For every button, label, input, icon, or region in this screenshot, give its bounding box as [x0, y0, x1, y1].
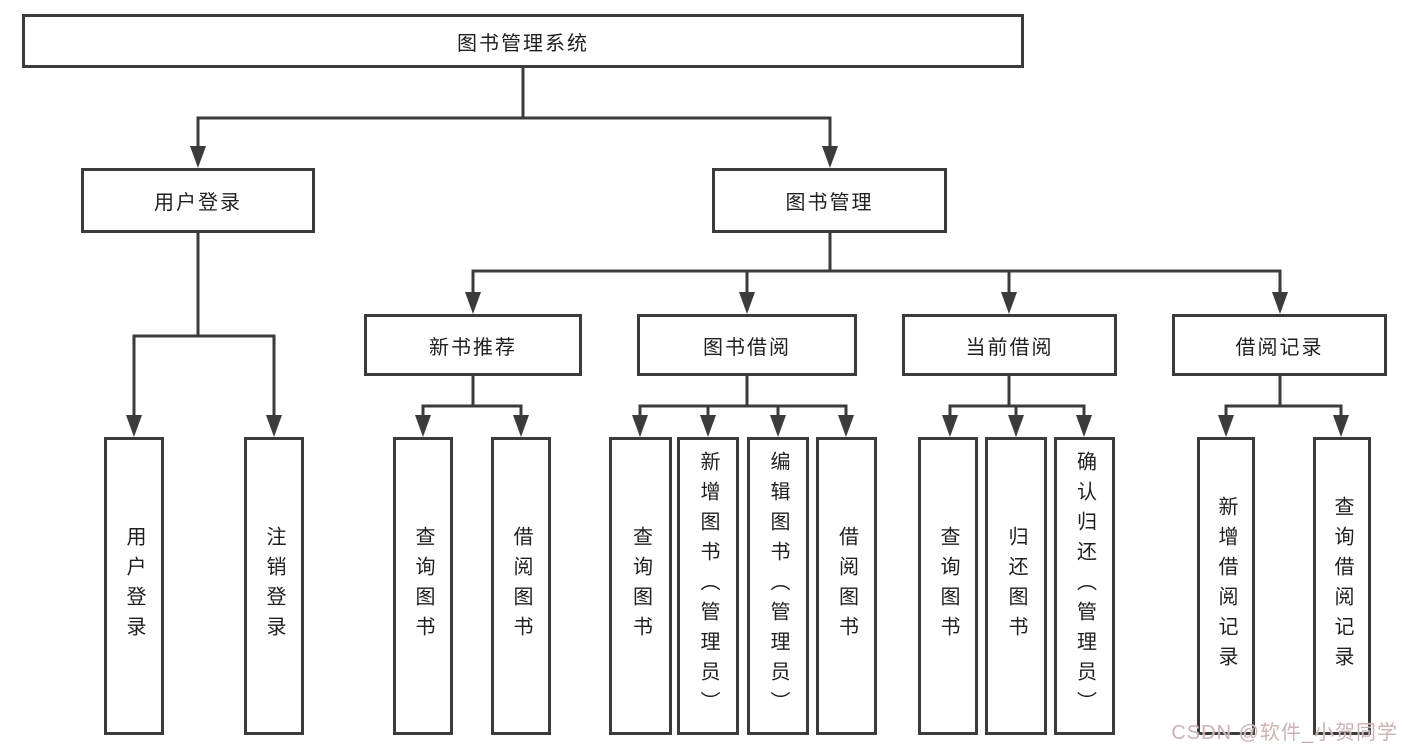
watermark: CSDN @软件_小贺同学: [1171, 722, 1398, 744]
leaf-label: 查询图书: [937, 526, 959, 646]
node-label: 当前借阅: [965, 336, 1054, 359]
leaf-label: 用户登录: [123, 526, 145, 646]
leaf-return-books: 归还图书: [985, 437, 1047, 735]
leaf-query-books-2: 查询图书: [609, 437, 672, 735]
node-label: 图书管理: [785, 192, 874, 214]
leaf-label: 注销登录: [263, 526, 285, 646]
leaf-query-books-1: 查询图书: [393, 437, 453, 735]
leaf-borrow-books-1: 借阅图书: [491, 437, 551, 735]
leaf-label: 新增借阅记录: [1215, 496, 1237, 676]
leaf-borrow-books-2: 借阅图书: [816, 437, 877, 735]
leaf-edit-books-admin: 编辑图书（管理员）: [747, 437, 809, 735]
node-current-borrowing: 当前借阅: [902, 314, 1117, 376]
node-user-login: 用户登录: [81, 168, 315, 233]
leaf-label: 查询图书: [412, 526, 434, 646]
leaf-label: 借阅图书: [510, 526, 532, 646]
leaf-label: 查询借阅记录: [1331, 496, 1353, 676]
leaf-query-borrow-record: 查询借阅记录: [1313, 437, 1371, 735]
leaf-confirm-return-admin: 确认归还（管理员）: [1054, 437, 1115, 735]
leaf-query-books-3: 查询图书: [918, 437, 978, 735]
leaf-label: 新增图书（管理员）: [697, 451, 719, 721]
leaf-label: 借阅图书: [835, 526, 858, 646]
node-label: 图书借阅: [703, 336, 791, 359]
node-library-management-system: 图书管理系统: [22, 14, 1024, 68]
leaf-label: 归还图书: [1005, 526, 1027, 646]
node-new-book-recommend: 新书推荐: [364, 314, 582, 376]
leaf-label: 查询图书: [629, 526, 652, 646]
leaf-add-borrow-record: 新增借阅记录: [1197, 437, 1255, 735]
node-book-management: 图书管理: [712, 168, 947, 233]
node-label: 借阅记录: [1235, 336, 1324, 359]
node-book-borrowing: 图书借阅: [637, 314, 857, 376]
leaf-label: 编辑图书（管理员）: [767, 451, 789, 721]
leaf-add-books-admin: 新增图书（管理员）: [677, 437, 739, 735]
node-label: 用户登录: [154, 192, 242, 214]
arrowheads: [126, 146, 1349, 437]
node-borrowing-records: 借阅记录: [1172, 314, 1387, 376]
node-label: 新书推荐: [429, 336, 517, 359]
leaf-user-login: 用户登录: [104, 437, 164, 735]
leaf-label: 确认归还（管理员）: [1073, 451, 1096, 721]
node-label: 图书管理系统: [457, 32, 589, 55]
leaf-logout: 注销登录: [244, 437, 304, 735]
